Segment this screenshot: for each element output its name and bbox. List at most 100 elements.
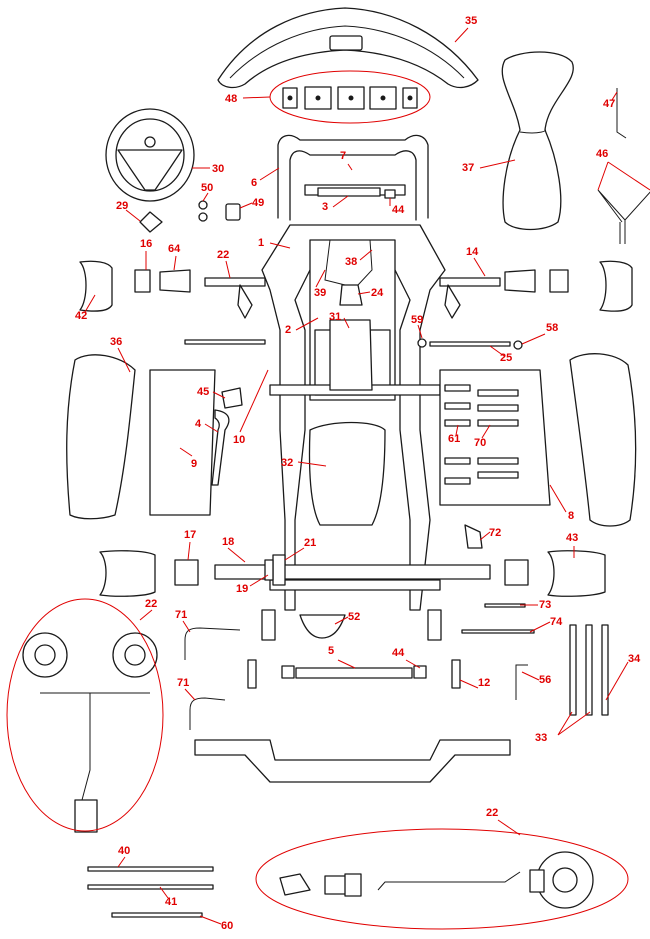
- callout-leader: [269, 242, 291, 249]
- clip-set: [444, 384, 519, 485]
- stabilizer-bar-2: [585, 624, 593, 716]
- callout-leader: [227, 547, 246, 563]
- callout-leader: [557, 711, 591, 736]
- callout-leader: [597, 161, 650, 191]
- callout-leader: [315, 269, 326, 288]
- callout-number: 49: [252, 197, 264, 209]
- callout-leader: [297, 461, 327, 467]
- callout-leader: [479, 531, 491, 541]
- callout-22: 22: [217, 249, 231, 279]
- callout-number: 22: [145, 598, 157, 610]
- callout-2: 2: [285, 317, 319, 336]
- callout-40: 40: [117, 845, 130, 868]
- callout-number: 42: [75, 310, 87, 322]
- callout-leader: [417, 324, 423, 339]
- callout-leader: [521, 333, 546, 345]
- callout-46: 46: [596, 148, 650, 191]
- callout-leader: [125, 209, 141, 222]
- callout-22: 22: [139, 598, 157, 621]
- rear-wheel-left: [99, 550, 156, 597]
- pedal-rods: [324, 239, 373, 286]
- callout-44: 44: [392, 647, 421, 669]
- callout-number: 30: [212, 163, 224, 175]
- callout-number: 37: [462, 162, 474, 174]
- callout-43: 43: [566, 532, 578, 558]
- callout-number: 32: [281, 457, 293, 469]
- callout-number: 8: [568, 510, 574, 522]
- callout-leader: [337, 659, 356, 669]
- callout-number: 52: [348, 611, 360, 623]
- callout-37: 37: [462, 159, 516, 174]
- callout-64: 64: [168, 243, 181, 271]
- callout-71: 71: [175, 609, 191, 633]
- callout-35: 35: [454, 15, 477, 43]
- callout-18: 18: [222, 536, 246, 563]
- callout-8: 8: [549, 484, 574, 522]
- seat-stay: [211, 409, 230, 486]
- front-hub-bearing-right: [549, 269, 569, 293]
- callout-number: 73: [539, 599, 551, 611]
- callout-leader: [242, 96, 271, 99]
- callout-number: 6: [251, 177, 257, 189]
- callout-73: 73: [520, 599, 551, 611]
- callout-21: 21: [284, 537, 316, 561]
- callout-number: 44: [392, 647, 405, 659]
- callout-number: 72: [489, 527, 501, 539]
- callout-60: 60: [199, 915, 233, 932]
- seat: [501, 51, 574, 231]
- callout-6: 6: [251, 167, 280, 189]
- front-bumper-frame: [277, 134, 429, 221]
- callout-leader: [159, 886, 169, 899]
- callout-leader: [187, 541, 191, 561]
- callout-number: 10: [233, 434, 245, 446]
- callout-56: 56: [521, 671, 551, 686]
- callout-leader: [259, 167, 280, 181]
- callout-number: 19: [236, 583, 248, 595]
- rear-bumper: [194, 739, 511, 783]
- callout-38: 38: [345, 249, 373, 268]
- brake-kit-left: [22, 632, 158, 833]
- rear-wheel-right: [547, 550, 606, 597]
- callout-49: 49: [239, 197, 264, 209]
- brake-kit-ring-bottom: [255, 828, 629, 930]
- front-wheel-left: [79, 260, 113, 312]
- callout-33: 33: [535, 711, 591, 744]
- callout-leader: [334, 616, 349, 625]
- mounting-bracket-set: [282, 86, 418, 110]
- callout-number: 70: [474, 437, 486, 449]
- callout-leader: [295, 317, 319, 331]
- callout-number: 9: [191, 458, 197, 470]
- callout-number: 29: [116, 200, 128, 212]
- callout-number: 5: [328, 645, 334, 657]
- callout-leader: [343, 317, 350, 329]
- callout-number: 43: [566, 532, 578, 544]
- callout-72: 72: [479, 527, 501, 541]
- rod-end-59: [417, 338, 427, 348]
- hex-key: [515, 664, 528, 700]
- front-hub-right: [504, 269, 536, 293]
- tie-rod-right: [429, 341, 511, 347]
- floor-pan: [329, 319, 373, 391]
- callout-number: 47: [603, 98, 615, 110]
- callout-30: 30: [192, 163, 224, 175]
- callout-number: 16: [140, 238, 152, 250]
- callout-number: 36: [110, 336, 122, 348]
- fuel-line-lower: [189, 697, 226, 730]
- bumper-crossbar: [317, 187, 381, 197]
- callout-leader: [473, 257, 486, 277]
- callout-47: 47: [603, 91, 618, 110]
- callout-number: 24: [371, 287, 384, 299]
- callout-25: 25: [489, 345, 512, 364]
- callout-leader: [529, 621, 551, 633]
- callout-number: 45: [197, 386, 209, 398]
- callout-34: 34: [605, 653, 641, 701]
- rod-end-58: [513, 340, 523, 350]
- callout-leader: [332, 195, 349, 208]
- bumper-clip-rear-right: [413, 665, 427, 679]
- callout-number: 22: [217, 249, 229, 261]
- callout-32: 32: [281, 457, 327, 469]
- brake-kit-ring-left: [6, 598, 164, 832]
- callout-number: 18: [222, 536, 234, 548]
- callout-number: 21: [304, 537, 316, 549]
- rear-axle: [214, 564, 491, 580]
